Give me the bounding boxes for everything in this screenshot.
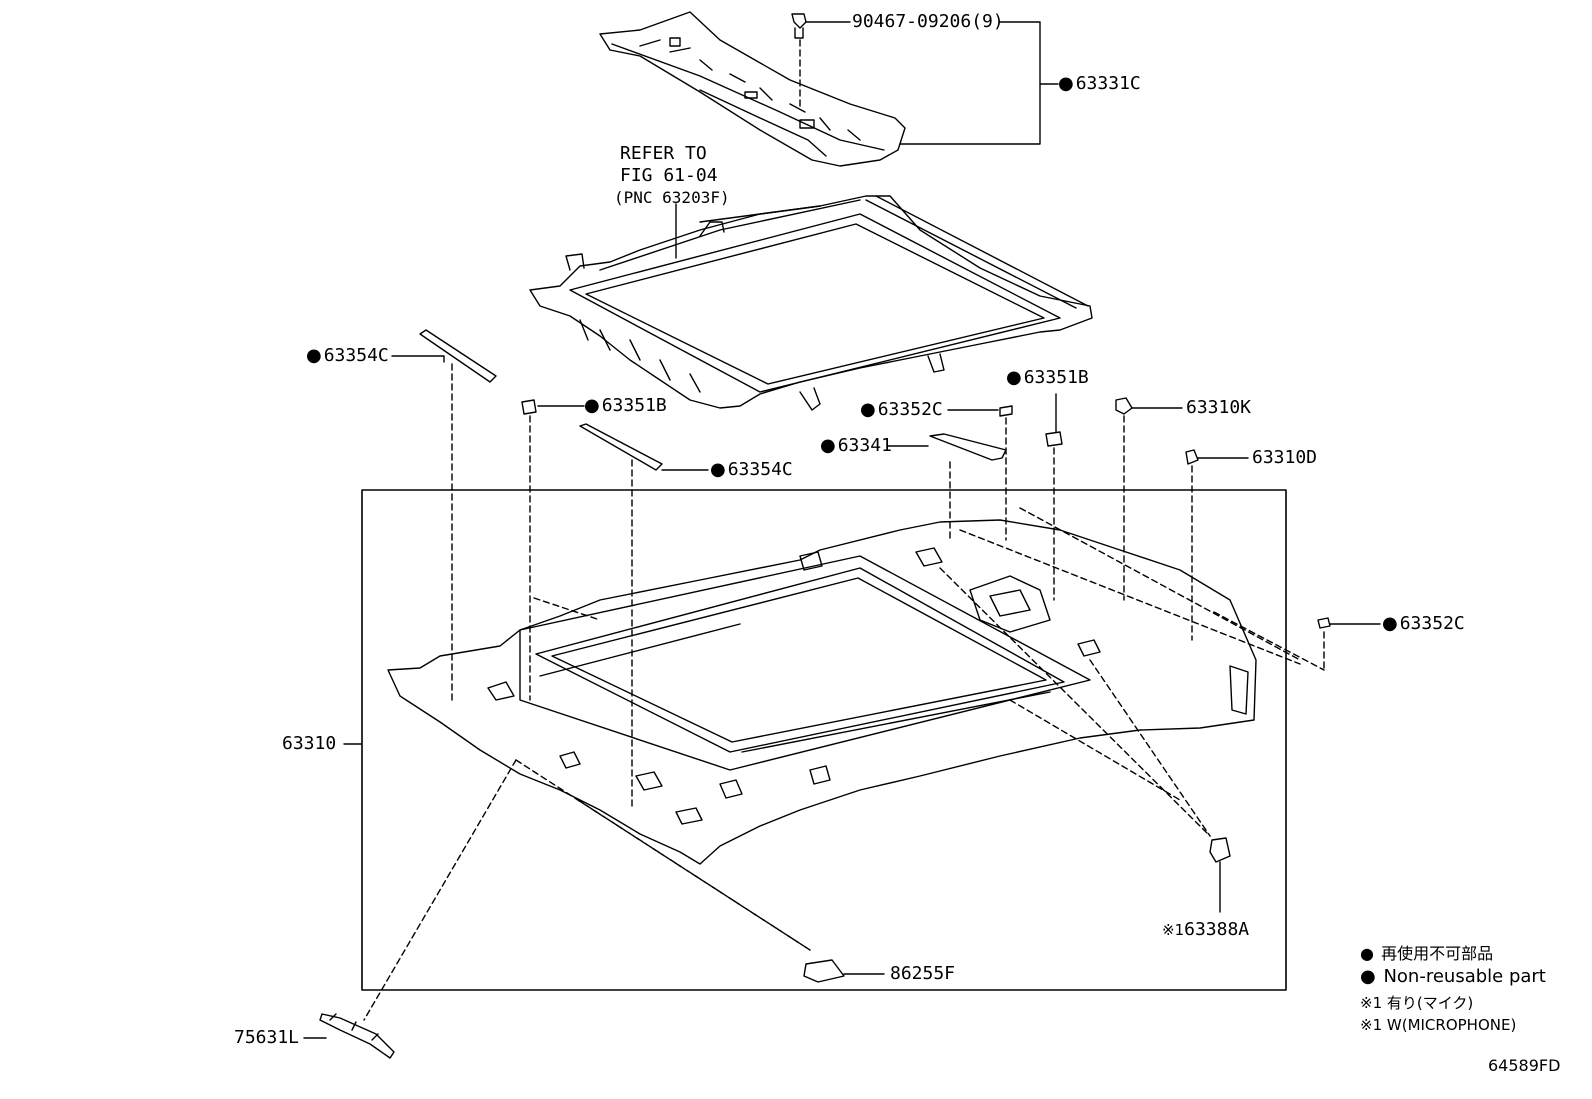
clip-90467 bbox=[791, 13, 807, 39]
legend-note1-en: ※1 W(MICROPHONE) bbox=[1360, 1016, 1517, 1034]
label-63352C-top-text: 63352C bbox=[877, 399, 943, 420]
label-63388A: ※163388A bbox=[1162, 920, 1249, 940]
molding-75631L-tabs bbox=[329, 1013, 379, 1041]
label-63351B-right-text: 63351B bbox=[1023, 367, 1089, 388]
label-63310D: 63310D bbox=[1252, 447, 1318, 468]
label-63354C-top-text: 63354C bbox=[323, 345, 389, 366]
label-63354C-top: 63354C bbox=[306, 346, 389, 366]
label-63351B-right: 63351B bbox=[1006, 368, 1089, 388]
refer-note-line3: (PNC 63203F) bbox=[614, 188, 730, 207]
label-63354C-mid-text: 63354C bbox=[727, 459, 793, 480]
legend-note1-jp: ※1 有り(マイク) bbox=[1360, 994, 1474, 1012]
label-63352C-right-text: 63352C bbox=[1399, 613, 1465, 634]
strip-63354C-top bbox=[419, 329, 497, 383]
pad-63351B-right bbox=[1045, 431, 1063, 447]
roof-trim-panel bbox=[599, 11, 906, 167]
sunroof-frame bbox=[529, 195, 1093, 411]
clip-63310K bbox=[1115, 397, 1133, 415]
label-63388A-mark: ※1 bbox=[1162, 921, 1185, 939]
legend-nonreusable-jp-text: 再使用不可部品 bbox=[1381, 944, 1494, 963]
assembly-box bbox=[361, 489, 1287, 991]
pad-63352C-right bbox=[1317, 617, 1331, 629]
label-63341: 63341 bbox=[820, 436, 892, 456]
assembly-dash-lines bbox=[363, 507, 1301, 1021]
figure-code: 64589FD bbox=[1488, 1056, 1561, 1075]
label-90467: 90467-09206(9) bbox=[852, 11, 1004, 32]
label-63351B-left: 63351B bbox=[584, 396, 667, 416]
headliner bbox=[387, 519, 1257, 865]
label-75631L: 75631L bbox=[234, 1027, 300, 1048]
label-63352C-right: 63352C bbox=[1382, 614, 1465, 634]
label-63354C-mid: 63354C bbox=[710, 460, 793, 480]
legend-nonreusable-en: Non-reusable part bbox=[1360, 966, 1546, 987]
label-63331C: 63331C bbox=[1058, 74, 1141, 94]
clip-63310D bbox=[1185, 449, 1199, 465]
bracket-63388A bbox=[1209, 837, 1231, 863]
dash-63352C-right bbox=[1213, 611, 1325, 671]
refer-note-line1: REFER TO bbox=[620, 143, 707, 164]
pad-63351B-left bbox=[521, 399, 537, 415]
pad-63352C-top bbox=[999, 405, 1013, 417]
label-63351B-left-text: 63351B bbox=[601, 395, 667, 416]
bracket-63331C bbox=[899, 21, 1041, 145]
label-63341-text: 63341 bbox=[837, 435, 892, 456]
label-63310K: 63310K bbox=[1186, 397, 1252, 418]
label-63310: 63310 bbox=[282, 733, 337, 754]
label-86255F: 86255F bbox=[890, 963, 956, 984]
label-63352C-top: 63352C bbox=[860, 400, 943, 420]
refer-note-line2: FIG 61-04 bbox=[620, 165, 718, 186]
molding-75631L bbox=[319, 1013, 395, 1059]
strip-63354C-mid bbox=[579, 423, 663, 471]
legend-nonreusable-en-text: Non-reusable part bbox=[1383, 966, 1546, 987]
leader-63354C-top bbox=[391, 355, 445, 363]
label-63331C-text: 63331C bbox=[1075, 73, 1141, 94]
pad-63341 bbox=[929, 433, 1007, 461]
legend-nonreusable-jp: 再使用不可部品 bbox=[1360, 940, 1493, 964]
label-63388A-text: 63388A bbox=[1184, 919, 1250, 940]
lamp-86255F bbox=[803, 959, 845, 983]
